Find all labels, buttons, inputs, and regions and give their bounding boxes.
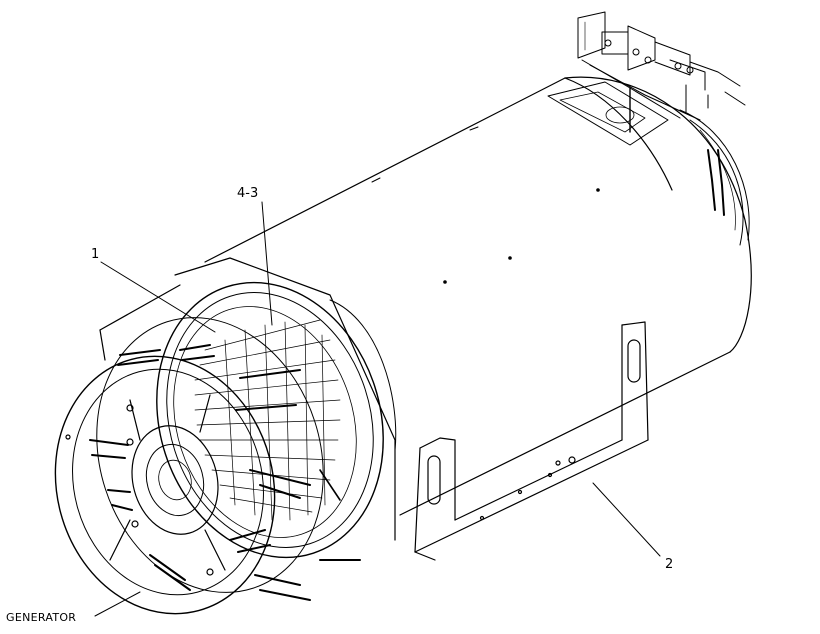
leader-lines [94,201,661,617]
stator-windings [179,319,341,521]
mounting-foot [414,321,649,561]
terminal-brackets [577,11,746,133]
housing [204,76,752,516]
callout-4-3: 4-3 [237,186,259,201]
rear-end-bell [679,109,750,246]
leader-1 [100,261,216,333]
callout-generator: GENERATOR [6,611,77,624]
leader-2 [592,482,661,557]
callout-1: 1 [91,247,100,262]
stator-frame [99,257,397,559]
leader-generator [94,591,141,617]
leader-4-3 [261,201,273,326]
front-end-bell [54,317,361,615]
callout-2: 2 [665,557,674,572]
